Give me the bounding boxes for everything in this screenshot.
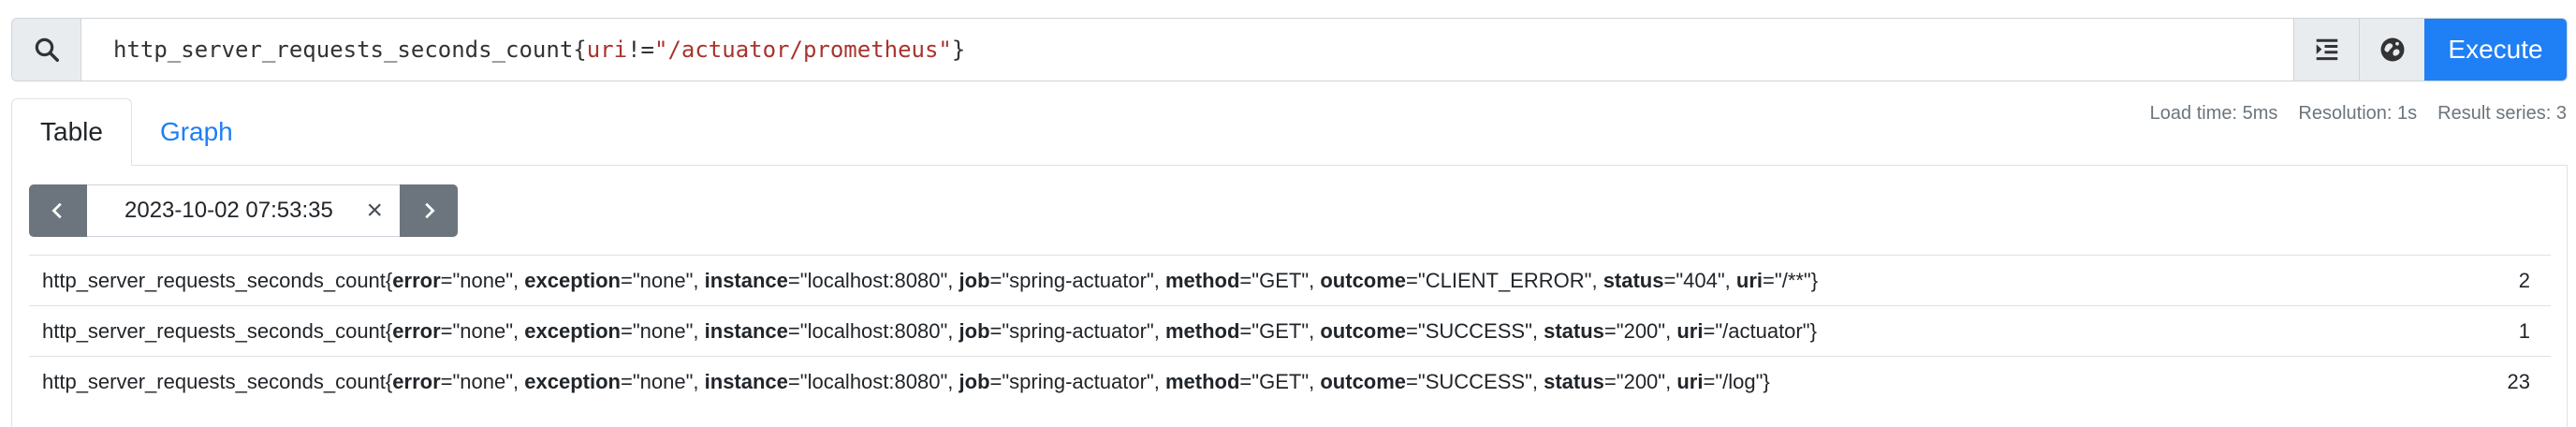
label-key: exception xyxy=(524,268,621,292)
label-key: error xyxy=(392,268,441,292)
label-key: method xyxy=(1164,268,1240,292)
label-key: outcome xyxy=(1320,318,1407,343)
label-value: "200" xyxy=(1616,318,1666,343)
label-key: uri xyxy=(1676,369,1704,393)
result-series: Result series: 3 xyxy=(2437,103,2567,124)
table-row: http_server_requests_seconds_count{error… xyxy=(29,305,2551,356)
label-value: "404" xyxy=(1676,268,1725,292)
label-value: "/log" xyxy=(1715,369,1764,393)
series-labels: http_server_requests_seconds_count{error… xyxy=(42,318,1817,343)
tab-table[interactable]: Table xyxy=(11,98,132,166)
label-value: "CLIENT_ERROR" xyxy=(1417,268,1592,292)
label-value: "none" xyxy=(452,268,514,292)
label-value: "/actuator" xyxy=(1715,318,1810,343)
label-key: status xyxy=(1603,268,1664,292)
query-label-value: "/actuator/prometheus" xyxy=(654,37,952,63)
query-metric: http_server_requests_seconds_count xyxy=(113,37,574,63)
label-value: "SUCCESS" xyxy=(1417,369,1532,393)
label-key: uri xyxy=(1735,268,1764,292)
results-table: http_server_requests_seconds_count{error… xyxy=(29,255,2551,406)
chevron-right-icon xyxy=(425,202,435,219)
search-button[interactable] xyxy=(12,19,81,81)
evaluation-time-field[interactable]: 2023-10-02 07:53:35 × xyxy=(87,184,400,237)
format-query-button[interactable] xyxy=(2293,19,2359,81)
format-indent-icon xyxy=(2316,38,2337,61)
series-labels: http_server_requests_seconds_count{error… xyxy=(42,268,1819,292)
query-label-name: uri xyxy=(586,37,628,63)
label-key: method xyxy=(1164,318,1240,343)
query-bar: http_server_requests_seconds_count{uri!=… xyxy=(11,18,2568,81)
query-open-brace: { xyxy=(573,37,587,63)
view-tabs: Table Graph xyxy=(11,98,261,166)
label-key: outcome xyxy=(1320,369,1407,393)
label-value: "spring-actuator" xyxy=(1002,268,1154,292)
label-key: status xyxy=(1544,318,1604,343)
label-key: job xyxy=(959,318,990,343)
label-value: "none" xyxy=(632,268,694,292)
label-key: instance xyxy=(704,369,788,393)
label-value: "/**" xyxy=(1774,268,1811,292)
globe-explorer-icon xyxy=(2380,37,2404,62)
label-value: "localhost:8080" xyxy=(799,369,948,393)
label-value: "localhost:8080" xyxy=(799,318,948,343)
metrics-explorer-button[interactable] xyxy=(2359,19,2424,81)
label-value: "none" xyxy=(452,369,514,393)
label-key: job xyxy=(959,369,990,393)
metric-name: http_server_requests_seconds_count xyxy=(42,318,386,343)
series-value: 1 xyxy=(2518,318,2530,343)
label-value: "GET" xyxy=(1251,268,1310,292)
tab-graph[interactable]: Graph xyxy=(159,117,233,146)
label-value: "200" xyxy=(1616,369,1666,393)
query-close-brace: } xyxy=(951,37,966,63)
table-panel: 2023-10-02 07:53:35 × http_server_reques… xyxy=(11,165,2568,427)
label-key: uri xyxy=(1676,318,1704,343)
label-value: "GET" xyxy=(1251,318,1310,343)
evaluation-time-value: 2023-10-02 07:53:35 xyxy=(124,198,333,223)
label-value: "GET" xyxy=(1251,369,1310,393)
next-time-button[interactable] xyxy=(400,184,458,237)
metric-name: http_server_requests_seconds_count xyxy=(42,268,386,292)
series-labels: http_server_requests_seconds_count{error… xyxy=(42,369,1770,393)
label-key: method xyxy=(1164,369,1240,393)
label-key: error xyxy=(392,318,441,343)
label-key: error xyxy=(392,369,441,393)
label-value: "none" xyxy=(452,318,514,343)
search-icon xyxy=(35,37,59,62)
time-picker: 2023-10-02 07:53:35 × xyxy=(29,184,458,237)
query-input[interactable]: http_server_requests_seconds_count{uri!=… xyxy=(81,19,2293,81)
series-value: 2 xyxy=(2518,268,2530,292)
label-value: "localhost:8080" xyxy=(799,268,948,292)
label-key: instance xyxy=(704,268,788,292)
label-key: status xyxy=(1544,369,1604,393)
label-key: outcome xyxy=(1320,268,1407,292)
execute-button[interactable]: Execute xyxy=(2424,19,2567,81)
label-key: exception xyxy=(524,369,621,393)
chevron-left-icon xyxy=(51,202,62,219)
query-stats: Load time: 5ms Resolution: 1s Result ser… xyxy=(2150,103,2567,125)
table-row: http_server_requests_seconds_count{error… xyxy=(29,356,2551,406)
clear-time-button[interactable]: × xyxy=(366,195,383,226)
label-key: instance xyxy=(704,318,788,343)
label-value: "none" xyxy=(632,369,694,393)
previous-time-button[interactable] xyxy=(29,184,87,237)
load-time: Load time: 5ms xyxy=(2149,103,2278,124)
query-operator: != xyxy=(627,37,654,63)
label-value: "spring-actuator" xyxy=(1002,318,1154,343)
label-value: "spring-actuator" xyxy=(1002,369,1154,393)
table-row: http_server_requests_seconds_count{error… xyxy=(29,255,2551,305)
label-key: exception xyxy=(524,318,621,343)
resolution: Resolution: 1s xyxy=(2298,103,2418,124)
metric-name: http_server_requests_seconds_count xyxy=(42,369,386,393)
label-key: job xyxy=(959,268,990,292)
label-value: "SUCCESS" xyxy=(1417,318,1532,343)
series-value: 23 xyxy=(2507,369,2530,393)
label-value: "none" xyxy=(632,318,694,343)
